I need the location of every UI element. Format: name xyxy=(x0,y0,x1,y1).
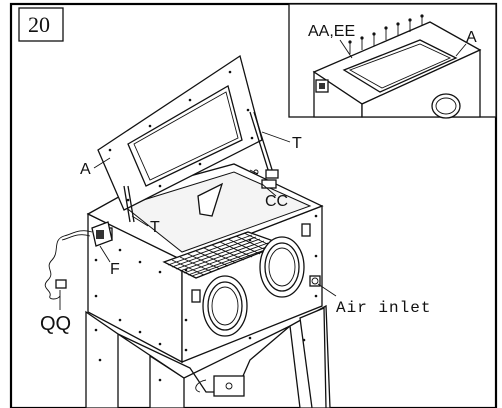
label-a-inset: A xyxy=(466,29,477,46)
step-number-box: 20 xyxy=(18,7,64,42)
lid-strut-right xyxy=(249,111,279,179)
air-inlet-fitting xyxy=(309,275,321,287)
label-t-right: T xyxy=(292,135,302,152)
panel-bolts xyxy=(94,214,318,382)
inset-detail: AA,EE A xyxy=(288,3,497,119)
label-aa-ee: AA,EE xyxy=(308,23,355,40)
label-qq: QQ xyxy=(40,313,71,335)
interior-light xyxy=(197,182,224,217)
label-f: F xyxy=(110,261,120,278)
lid-strut-left xyxy=(123,185,135,223)
control-box xyxy=(91,221,113,247)
cabinet-interior xyxy=(122,171,312,253)
figure-frame xyxy=(9,2,498,408)
hose-connector xyxy=(55,279,67,289)
right-glove-port xyxy=(259,236,305,298)
step-number: 20 xyxy=(28,12,50,37)
left-leg xyxy=(85,310,119,408)
cabinet xyxy=(85,163,331,408)
open-lid xyxy=(97,54,263,211)
label-air-inlet: Air inlet xyxy=(336,299,431,317)
label-a-main: A xyxy=(80,161,91,178)
label-t-left: T xyxy=(150,219,160,236)
label-cc: CC xyxy=(265,193,288,210)
rear-leg xyxy=(299,307,327,408)
lid-window xyxy=(127,85,243,187)
pressure-hose xyxy=(44,230,93,300)
left-glove-port xyxy=(202,275,248,337)
leader-lines xyxy=(59,131,337,310)
hopper-outlet xyxy=(213,375,245,397)
